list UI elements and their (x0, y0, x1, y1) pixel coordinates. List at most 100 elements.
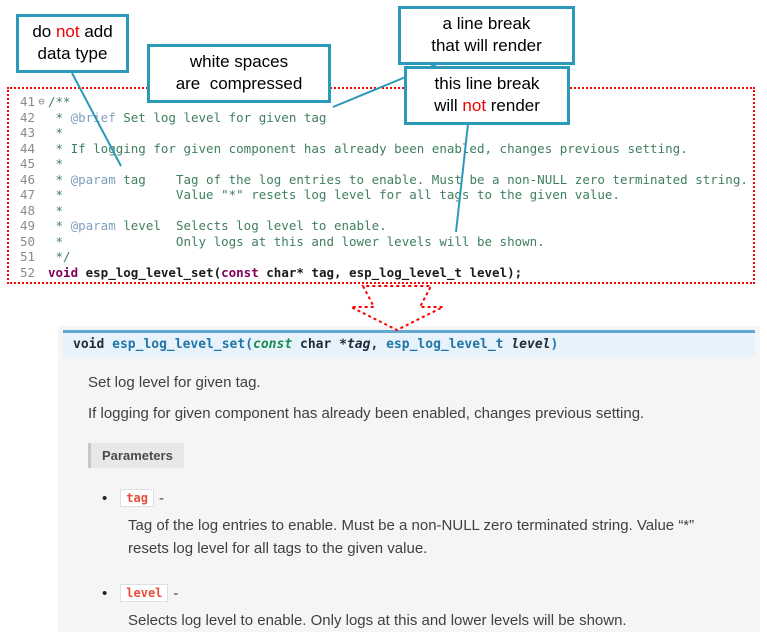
code-line: 49 * @param level Selects log level to e… (9, 218, 753, 234)
sig-separator: , (370, 337, 387, 352)
callout-text-part: add (79, 22, 113, 41)
code-line: 50 * Only logs at this and lower levels … (9, 234, 753, 250)
comment-text: tag Tag of the log entries to enable. Mu… (115, 171, 748, 187)
callout-text-emphasis: not (462, 96, 487, 116)
comment-text: * (48, 218, 71, 233)
sig-paren-open: ( (245, 337, 254, 352)
code-text: * (48, 125, 64, 140)
callout-text: data type (37, 44, 108, 64)
code-line: 41⊖/** (9, 94, 753, 110)
code-text: */ (48, 249, 71, 264)
code-text: * @param level Selects log level to enab… (48, 218, 387, 234)
code-line-function-declaration: 52 void esp_log_level_set(const char* tag… (9, 265, 753, 281)
fold-column (35, 110, 48, 126)
param-item-level: • level - Selects log level to enable. O… (102, 584, 738, 633)
line-number: 46 (19, 171, 35, 187)
line-number: 42 (19, 109, 35, 125)
callout-text: white spaces (189, 52, 289, 71)
code-line: 42 * @brief Set log level for given tag (9, 110, 753, 126)
callout-text: that will render (431, 36, 542, 56)
line-number: 51 (19, 249, 35, 264)
sig-type-esp-log-level-t[interactable]: esp_log_level_t (386, 337, 512, 352)
callout-text: this line break (434, 74, 540, 93)
line-number: 50 (19, 233, 35, 249)
fold-column (35, 156, 48, 172)
callout-text-emphasis: not (55, 22, 80, 41)
fold-column (35, 218, 48, 234)
line-number: 44 (19, 140, 35, 156)
line-number: 45 (19, 156, 35, 171)
comment-text: level Selects log level to enable. (115, 218, 387, 233)
callout-text-part: render (486, 96, 540, 116)
fold-column (35, 265, 48, 281)
fold-column (35, 203, 48, 219)
callout-break-norender: this line break will not render (404, 66, 570, 125)
bullet-icon: • (102, 584, 108, 602)
doxygen-tag: @param (70, 218, 116, 233)
callout-whitespace: white spaces are compressed (147, 44, 331, 103)
code-line: 44 * If logging for given component has … (9, 141, 753, 157)
param-dash: - (158, 489, 164, 507)
callout-text-part: will (434, 96, 463, 116)
code-text: void esp_log_level_set(const char* tag, … (48, 265, 522, 281)
code-text: * Value "*" resets log level for all tag… (48, 187, 620, 202)
doxygen-tag: @param (70, 171, 116, 187)
param-description: Selects log level to enable. Only logs a… (128, 612, 627, 629)
line-number: 47 (19, 187, 35, 202)
callout-text: are compressed (175, 74, 303, 94)
bullet-icon: • (102, 489, 108, 507)
code-line: 51 */ (9, 249, 753, 265)
code-line: 46 * @param tag Tag of the log entries t… (9, 172, 753, 188)
sig-param-level: level (511, 337, 551, 352)
doc-body: Set log level for given tag. If logging … (58, 357, 760, 633)
function-args-text: char* tag, esp_log_level_t level); (258, 264, 523, 280)
sig-const-keyword: const (253, 337, 300, 352)
sig-paren-close: ) (550, 337, 559, 352)
fold-column (35, 172, 48, 188)
doxygen-tag: @brief (70, 109, 116, 125)
param-name-literal: tag (120, 489, 154, 507)
parameters-label: Parameters (88, 443, 184, 468)
fold-column (35, 125, 48, 141)
line-number: 43 (19, 125, 35, 140)
param-dash: - (173, 584, 179, 602)
callout-no-datatype: do not add data type (16, 14, 129, 73)
function-name-text: esp_log_level_set( (78, 264, 222, 280)
keyword-void: void (48, 264, 79, 280)
line-number: 52 (19, 264, 35, 280)
param-item-tag: • tag - Tag of the log entries to enable… (102, 489, 738, 560)
fold-column (35, 187, 48, 203)
param-item-header: • tag - (102, 489, 738, 507)
sig-return-type: void (73, 337, 113, 352)
fold-column (35, 141, 48, 157)
line-number: 49 (19, 218, 35, 233)
doc-detail-paragraph: If logging for given component has alrea… (88, 405, 645, 422)
code-line: 45 * (9, 156, 753, 172)
code-text: * If logging for given component has alr… (48, 140, 688, 156)
code-line: 48 * (9, 203, 753, 219)
keyword-const: const (221, 264, 259, 280)
param-description: Tag of the log entries to enable. Must b… (128, 517, 695, 557)
comment-text: * (48, 171, 71, 187)
fold-column (35, 249, 48, 265)
comment-text: * (48, 109, 71, 125)
code-text: * (48, 156, 64, 171)
line-number: 48 (19, 202, 35, 218)
callout-break-render: a line break that will render (398, 6, 575, 65)
code-line: 47 * Value "*" resets log level for all … (9, 187, 753, 203)
callout-text: do not add (25, 21, 120, 43)
fold-icon[interactable]: ⊖ (38, 95, 45, 108)
code-text: * (48, 202, 64, 218)
code-text: * Only logs at this and lower levels wil… (48, 233, 545, 249)
code-editor-snippet: 41⊖/** 42 * @brief Set log level for giv… (7, 87, 755, 284)
line-number: 41 (19, 94, 35, 109)
param-item-header: • level - (102, 584, 738, 602)
code-text: * @param tag Tag of the log entries to e… (48, 172, 748, 188)
fold-column (35, 234, 48, 250)
callout-text: will not render (413, 95, 561, 117)
render-arrow (350, 285, 444, 332)
rendered-doc-panel: void esp_log_level_set(const char *tag, … (58, 326, 760, 632)
sig-type-char: char (300, 337, 340, 352)
sig-param-tag: *tag (339, 337, 371, 352)
